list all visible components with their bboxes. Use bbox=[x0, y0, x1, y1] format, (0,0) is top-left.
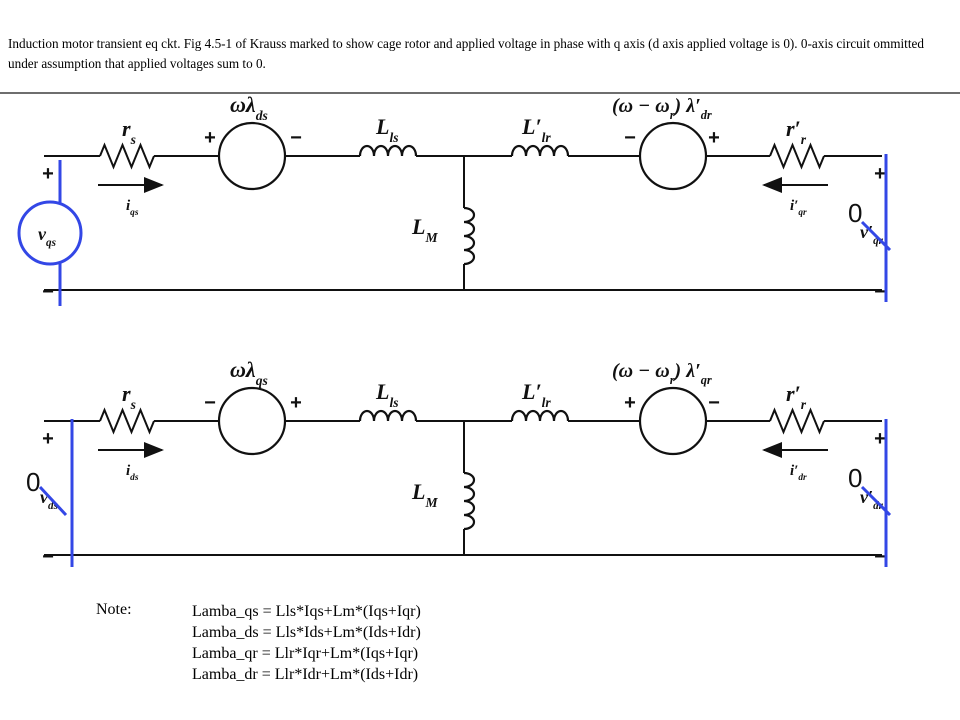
polarity-sign: − bbox=[290, 127, 302, 149]
inductor-symbol bbox=[358, 409, 418, 422]
rotor-emf-source bbox=[638, 121, 708, 191]
rotor-current-label: i′qr bbox=[790, 198, 807, 218]
polarity-sign: − bbox=[708, 392, 720, 414]
flux-equations: Lamba_qs = Lls*Iqs+Lm*(Iqs+Iqr) Lamba_ds… bbox=[192, 601, 421, 685]
rotor-strike-markup bbox=[860, 485, 892, 517]
rotor-current-label: i′dr bbox=[790, 463, 807, 483]
stator-emf-source bbox=[217, 386, 287, 456]
terminal-plus-sign: + bbox=[42, 163, 54, 185]
header-divider bbox=[0, 92, 960, 94]
stator-resistance-label: rs bbox=[122, 116, 136, 147]
stator-leakage-label: Lls bbox=[375, 379, 399, 410]
note-label: Note: bbox=[96, 601, 132, 618]
terminal-plus-sign: + bbox=[874, 163, 886, 185]
resistor-symbol bbox=[769, 142, 825, 170]
resistor-symbol bbox=[99, 142, 155, 170]
flux-equation: Lamba_qr = Llr*Iqr+Lm*(Iqs+Iqr) bbox=[192, 645, 419, 662]
inductor-symbol bbox=[510, 409, 570, 422]
rotor-speed-voltage-label: (ω − ωr) λ′qr bbox=[612, 360, 712, 387]
magnetizing-inductance-label: LM bbox=[411, 479, 438, 510]
stator-resistance-label: rs bbox=[122, 381, 136, 412]
applied-voltage-source-markup bbox=[17, 200, 83, 266]
stator-speed-voltage-label: ωλqs bbox=[230, 357, 268, 388]
polarity-sign: + bbox=[290, 392, 302, 414]
flux-equation: Lamba_qs = Lls*Iqs+Lm*(Iqs+Iqr) bbox=[192, 603, 421, 620]
stator-speed-voltage-label: ωλds bbox=[230, 92, 268, 123]
rotor-zero-markup: 0 bbox=[848, 198, 862, 228]
flux-equation: Lamba_ds = Lls*Ids+Lm*(Ids+Idr) bbox=[192, 624, 421, 641]
magnetizing-inductor-symbol bbox=[463, 471, 476, 531]
terminal-minus-sign: − bbox=[874, 546, 886, 568]
rotor-zero-markup: 0 bbox=[848, 463, 862, 493]
polarity-sign: − bbox=[204, 392, 216, 414]
resistor-symbol bbox=[769, 407, 825, 435]
rotor-voltage-label: v′dr bbox=[860, 487, 884, 512]
terminal-plus-sign: + bbox=[874, 428, 886, 450]
stator-strike-markup bbox=[38, 485, 68, 517]
terminal-minus-sign: − bbox=[874, 281, 886, 303]
polarity-sign: + bbox=[624, 392, 636, 414]
inductor-symbol bbox=[358, 144, 418, 157]
stator-emf-source bbox=[217, 121, 287, 191]
rotor-resistance-label: r′r bbox=[786, 381, 807, 412]
polarity-sign: + bbox=[708, 127, 720, 149]
rotor-voltage-label: v′qr bbox=[860, 222, 884, 247]
stator-zero-markup: 0 bbox=[26, 467, 40, 497]
stator-current-label: iqs bbox=[126, 198, 139, 218]
rotor-resistance-label: r′r bbox=[786, 116, 807, 147]
applied-voltage-label: vqs bbox=[38, 224, 56, 249]
magnetizing-inductor-symbol bbox=[463, 206, 476, 266]
rotor-speed-voltage-label: (ω − ωr) λ′dr bbox=[612, 95, 712, 122]
inductor-symbol bbox=[510, 144, 570, 157]
rotor-leakage-label: L′lr bbox=[521, 379, 551, 410]
polarity-sign: − bbox=[624, 127, 636, 149]
rotor-emf-source bbox=[638, 386, 708, 456]
resistor-symbol bbox=[99, 407, 155, 435]
terminal-minus-sign: − bbox=[42, 546, 54, 568]
flux-equation: Lamba_dr = Llr*Idr+Lm*(Ids+Idr) bbox=[192, 666, 419, 683]
rotor-strike-markup bbox=[860, 220, 892, 252]
stator-voltage-label: vds bbox=[40, 487, 58, 512]
figure-caption: Induction motor transient eq ckt. Fig 4.… bbox=[8, 36, 924, 71]
stator-leakage-label: Lls bbox=[375, 114, 399, 145]
rotor-leakage-label: L′lr bbox=[521, 114, 551, 145]
polarity-sign: + bbox=[204, 127, 216, 149]
terminal-minus-sign: − bbox=[42, 281, 54, 303]
magnetizing-inductance-label: LM bbox=[411, 214, 438, 245]
stator-current-label: ids bbox=[126, 463, 139, 483]
terminal-plus-sign: + bbox=[42, 428, 54, 450]
